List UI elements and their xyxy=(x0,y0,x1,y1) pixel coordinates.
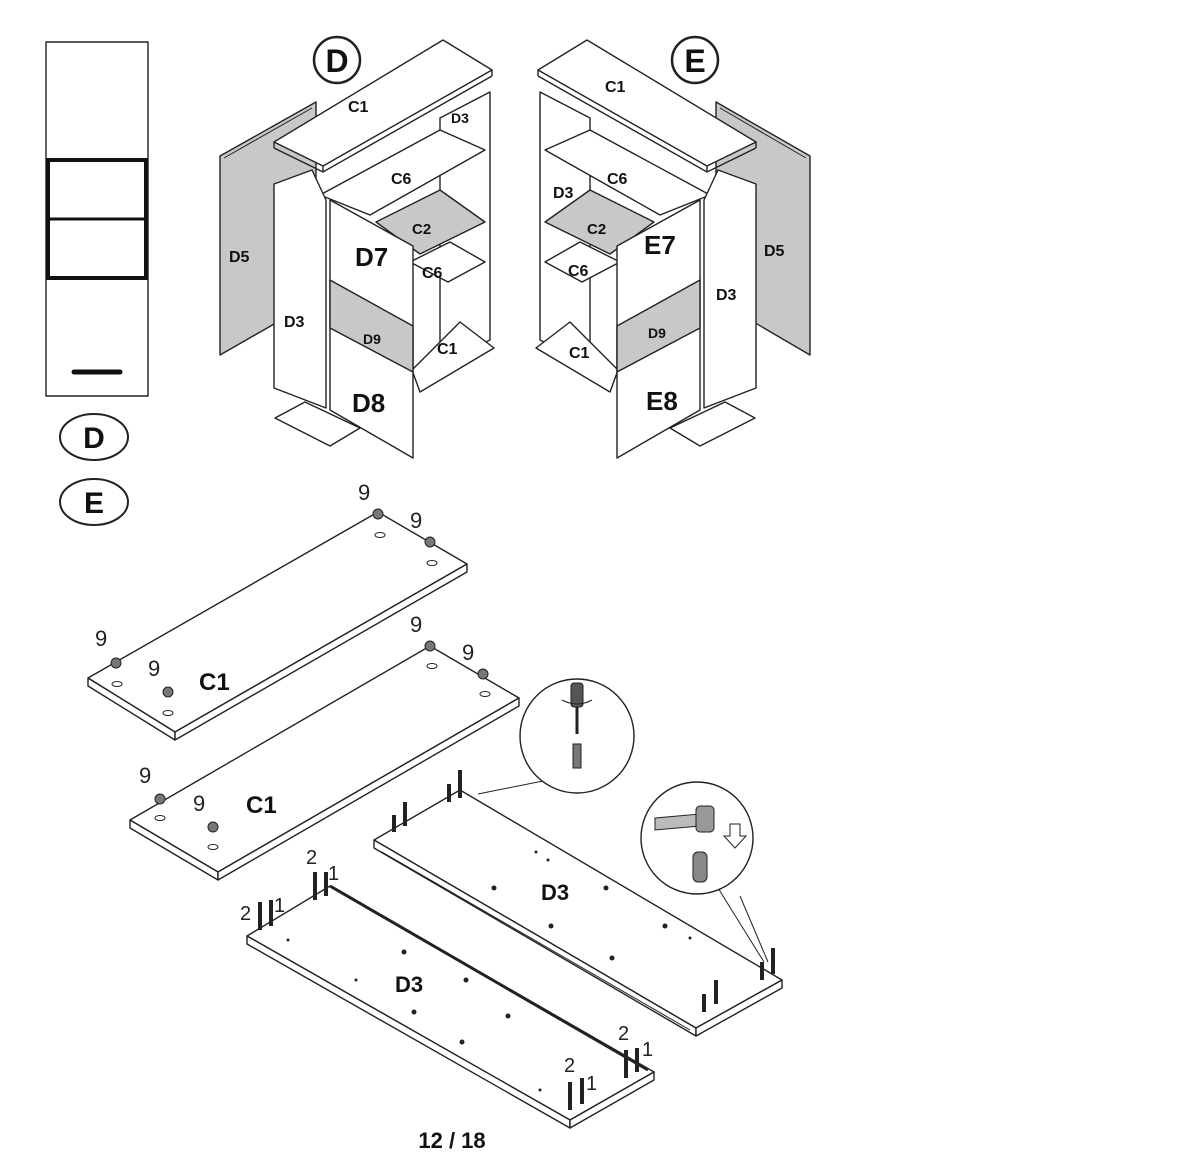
cam-number: 9 xyxy=(95,626,107,651)
panel-c1-upper: C1 9 9 9 9 xyxy=(87,480,468,741)
d-part-back-upright: D3 xyxy=(451,110,469,126)
d3-right-label: D3 xyxy=(541,880,569,905)
panel-d3-right: D3 xyxy=(373,770,783,1037)
bolt-number: 2 xyxy=(240,903,251,925)
dowel-number: 1 xyxy=(274,895,285,917)
variant-e-badge: E xyxy=(59,478,129,526)
e-part-shelf-mid: C6 xyxy=(568,263,589,280)
cam-number: 9 xyxy=(462,640,474,665)
cam-fitting xyxy=(110,508,438,716)
c1-upper-label: C1 xyxy=(199,669,230,696)
cam-number: 9 xyxy=(410,612,422,637)
panel-c1-lower: C1 9 9 9 9 xyxy=(129,612,520,881)
d-part-top: C1 xyxy=(348,99,369,116)
bolt-icon xyxy=(572,743,582,769)
cam-fitting xyxy=(154,640,491,850)
assembly-d: C1 D5 D3 D3 C6 C2 C6 D7 D9 D8 C1 D xyxy=(219,35,495,459)
bolt-number: 2 xyxy=(564,1055,575,1077)
panel-d3-left: D3 2 1 2 1 2 1 2 1 xyxy=(240,847,655,1129)
cabinet-front-icon xyxy=(45,41,149,397)
d-part-side-front: D3 xyxy=(284,314,305,331)
cam-number: 9 xyxy=(193,791,205,816)
d-part-glass-top: C2 xyxy=(412,221,431,238)
d-badge-circle xyxy=(312,35,362,85)
d-part-shelf-top: C6 xyxy=(391,171,412,188)
e-part-glass-door: D9 xyxy=(648,325,666,341)
e-part-back-upright: D3 xyxy=(553,185,574,202)
bolt-number: 2 xyxy=(618,1023,629,1045)
e-badge-circle xyxy=(670,35,720,85)
d-part-shelf-mid: C6 xyxy=(422,265,443,282)
e-part-side-front: D3 xyxy=(716,287,737,304)
cam-number: 9 xyxy=(410,508,422,533)
d-part-door-bottom: D8 xyxy=(352,388,385,418)
dowel-number: 1 xyxy=(586,1073,597,1095)
d-part-glass-door: D9 xyxy=(363,331,381,347)
e-part-top: C1 xyxy=(605,79,626,96)
c1-lower-label: C1 xyxy=(246,792,277,819)
variant-e-label: E xyxy=(84,487,104,520)
d-part-side-back: D5 xyxy=(229,249,250,266)
dowel-number: 1 xyxy=(328,863,339,885)
e-part-shelf-top: C6 xyxy=(607,171,628,188)
cam-number: 9 xyxy=(358,480,370,505)
d-part-bottom: C1 xyxy=(437,341,458,358)
e-part-glass-top: C2 xyxy=(587,221,606,238)
d3-left-label: D3 xyxy=(395,972,423,997)
e-badge-label: E xyxy=(684,43,705,79)
d-part-door-top: D7 xyxy=(355,242,388,272)
dowel-fitting xyxy=(392,770,775,1012)
arrow-down-icon xyxy=(722,823,748,849)
dowel-fitting xyxy=(258,872,639,1110)
variant-d-badge: D xyxy=(59,413,129,461)
dowel-icon xyxy=(692,851,708,883)
cam-number: 9 xyxy=(139,763,151,788)
d-badge-label: D xyxy=(325,43,348,79)
dowel-number: 1 xyxy=(642,1039,653,1061)
bolt-number: 2 xyxy=(306,847,317,869)
e-part-bottom: C1 xyxy=(569,345,590,362)
e-part-side-back: D5 xyxy=(764,243,785,260)
assembly-e: C1 D5 D3 D3 C6 C2 C6 E7 D9 E8 C1 E xyxy=(535,35,811,459)
hammer-detail xyxy=(640,781,769,963)
variant-d-label: D xyxy=(83,422,105,455)
e-part-door-bottom: E8 xyxy=(646,386,678,416)
e-part-door-top: E7 xyxy=(644,230,676,260)
page-number: 12 / 18 xyxy=(418,1128,485,1153)
screwdriver-detail xyxy=(477,678,635,795)
cam-number: 9 xyxy=(148,656,160,681)
